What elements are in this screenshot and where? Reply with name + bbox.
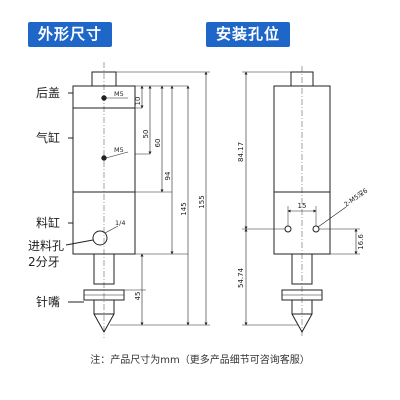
mount-dim-text-upper: 84.17 [237,142,245,162]
mount-dim-text-lower: 54.74 [237,267,245,288]
label-cylinder: 气缸 [36,130,60,145]
mount-dim-text-offset: 16.6 [357,234,365,250]
needle-body [93,299,115,315]
callout-cap-hole: M5 [114,90,124,98]
mount-needle-body [291,299,313,315]
mount-dim-text-spacing: 15 [298,202,307,210]
leader-inlet-hole [104,225,119,234]
outline-heading: 外形尺寸 [28,22,112,47]
mount-hole-left-icon [284,225,292,233]
mounting-heading: 安装孔位 [206,22,290,47]
leader-cyl-hole [105,151,129,159]
label-inlet: 进料孔 [28,239,64,253]
dim-text-cap: 10 [134,97,142,106]
mount-needle-tip [291,313,313,334]
leader-inlet [65,239,94,246]
dim-text-air-upper: 50 [142,130,150,139]
label-thread: 2分牙 [28,255,60,269]
dim-text-to-thread: 145 [180,202,188,215]
outline-view [65,62,210,338]
material-cylinder-block [72,191,136,255]
dim-text-air-full: 60 [154,139,162,148]
dim-text-needle: 45 [134,292,142,301]
dim-text-to-inlet: 94 [164,171,172,180]
label-needle: 针嘴 [36,294,60,309]
inlet-hole-icon [92,230,108,246]
mount-dim-text-callout: 2-M5深6 [342,186,369,209]
cap-hole-icon [101,95,107,101]
needle-tip [93,313,115,334]
footnote: 注：产品尺寸为mm（更多产品细节可咨询客服） [90,355,310,366]
mount-thread [291,253,313,285]
callout-inlet-hole: 1/4 [115,219,125,227]
cylinder-hole-icon [101,155,107,161]
callout-cylinder-hole: M5 [114,146,124,154]
mount-callout-leader [317,206,347,228]
dim-text-overall: 155 [198,195,206,208]
label-rear-cap: 后盖 [36,86,60,100]
label-material-cylinder: 料缸 [36,215,60,230]
thread-section [93,253,115,285]
mounting-view [242,66,360,338]
